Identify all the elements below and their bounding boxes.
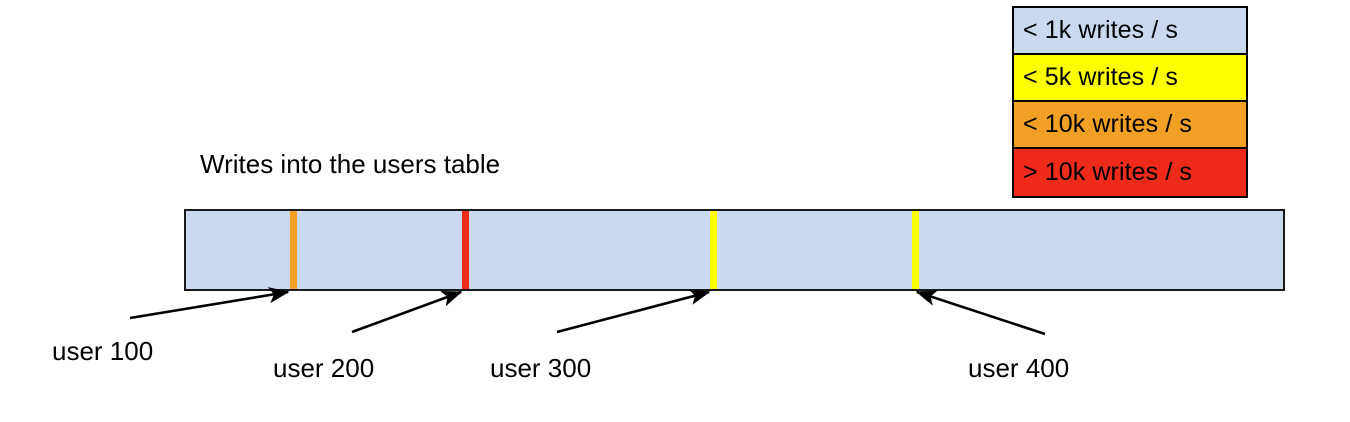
users-table-keyrange-band — [184, 209, 1285, 291]
legend-row-under-5k: < 5k writes / s — [1014, 55, 1246, 102]
arrow-user-300 — [556, 289, 711, 334]
legend-row-under-1k: < 1k writes / s — [1014, 8, 1246, 55]
arrow-user-400 — [915, 290, 1046, 336]
arrow-user-200 — [351, 290, 463, 334]
legend-row-under-10k: < 10k writes / s — [1014, 102, 1246, 149]
hotspot-stripe-user-200 — [462, 211, 470, 289]
write-rate-legend: < 1k writes / s < 5k writes / s < 10k wr… — [1012, 6, 1248, 198]
pointer-label-user-100: user 100 — [52, 336, 154, 366]
legend-row-over-10k: > 10k writes / s — [1014, 149, 1246, 196]
hotspot-stripe-user-400 — [912, 211, 920, 289]
arrow-user-100 — [129, 287, 290, 320]
hotspot-stripe-user-300 — [710, 211, 718, 289]
legend-label-under-1k: < 1k writes / s — [1023, 16, 1179, 44]
legend-label-under-10k: < 10k writes / s — [1023, 110, 1193, 138]
chart-caption: Writes into the users table — [200, 149, 501, 179]
legend-label-over-10k: > 10k writes / s — [1023, 158, 1193, 186]
pointer-label-user-300: user 300 — [490, 353, 592, 383]
legend-label-under-5k: < 5k writes / s — [1023, 63, 1179, 91]
pointer-label-user-200: user 200 — [273, 353, 375, 383]
hotspot-stripe-user-100 — [290, 211, 298, 289]
band-base-fill — [186, 211, 1283, 289]
pointer-label-user-400: user 400 — [968, 353, 1070, 383]
